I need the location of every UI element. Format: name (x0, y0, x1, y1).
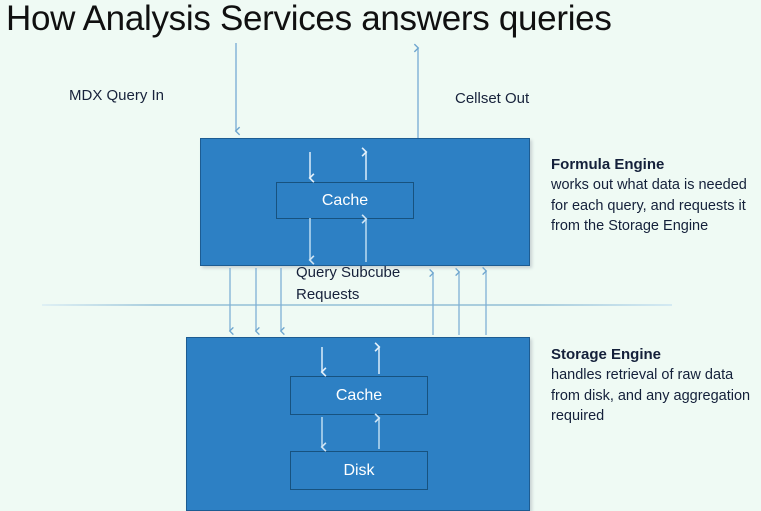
storage-engine-cache-box: Cache (290, 376, 428, 415)
label-cellset-out: Cellset Out (455, 90, 530, 107)
arrow-subcube-return-up-icon (429, 266, 488, 335)
engine-divider-line (42, 304, 672, 306)
formula-engine-description-text: works out what data is needed for each q… (551, 177, 747, 234)
formula-engine-cache-box: Cache (276, 182, 414, 219)
storage-engine-disk-box: Disk (290, 451, 428, 490)
storage-engine-heading: Storage Engine (551, 346, 662, 363)
storage-engine-description: Storage Engine handles retrieval of raw … (551, 344, 761, 427)
label-query-subcube-requests: Query Subcube Requests (296, 264, 401, 303)
label-mdx-query-in: MDX Query In (69, 87, 165, 104)
storage-engine-description-text: handles retrieval of raw data from disk,… (551, 367, 751, 424)
formula-engine-description: Formula Engine works out what data is ne… (551, 154, 761, 237)
formula-engine-heading: Formula Engine (551, 156, 665, 173)
page-title: How Analysis Services answers queries (6, 0, 612, 38)
arrow-subcube-request-down-icon (228, 268, 285, 336)
